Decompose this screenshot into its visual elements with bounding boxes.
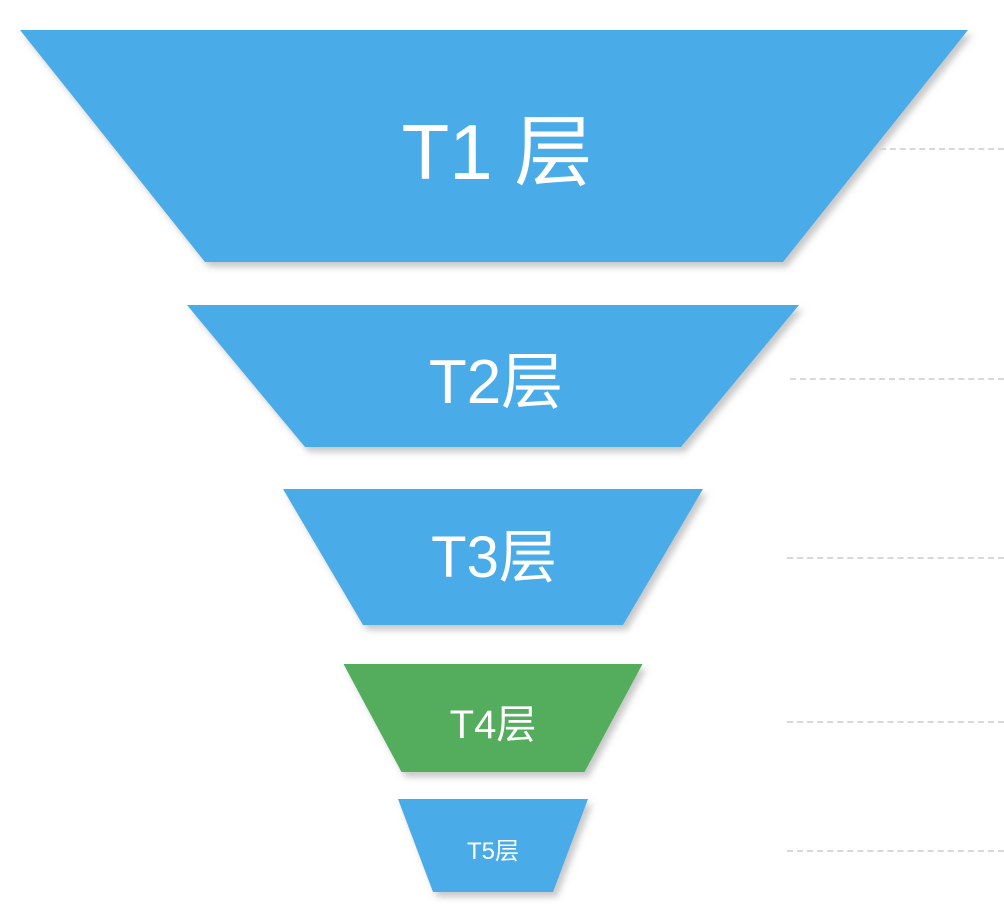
connector-line-t3 — [787, 557, 1004, 559]
funnel-segment-t4[interactable] — [343, 664, 643, 772]
connector-line-t2 — [790, 378, 1004, 380]
funnel-segment-t1[interactable] — [20, 30, 968, 262]
funnel-segment-t3[interactable] — [283, 489, 703, 625]
funnel-segment-t2[interactable] — [187, 305, 799, 447]
funnel-segment-t5[interactable] — [398, 799, 588, 892]
connector-line-t5 — [787, 850, 1004, 852]
connector-line-t4 — [787, 721, 1004, 723]
connector-line-t1 — [880, 148, 1004, 150]
